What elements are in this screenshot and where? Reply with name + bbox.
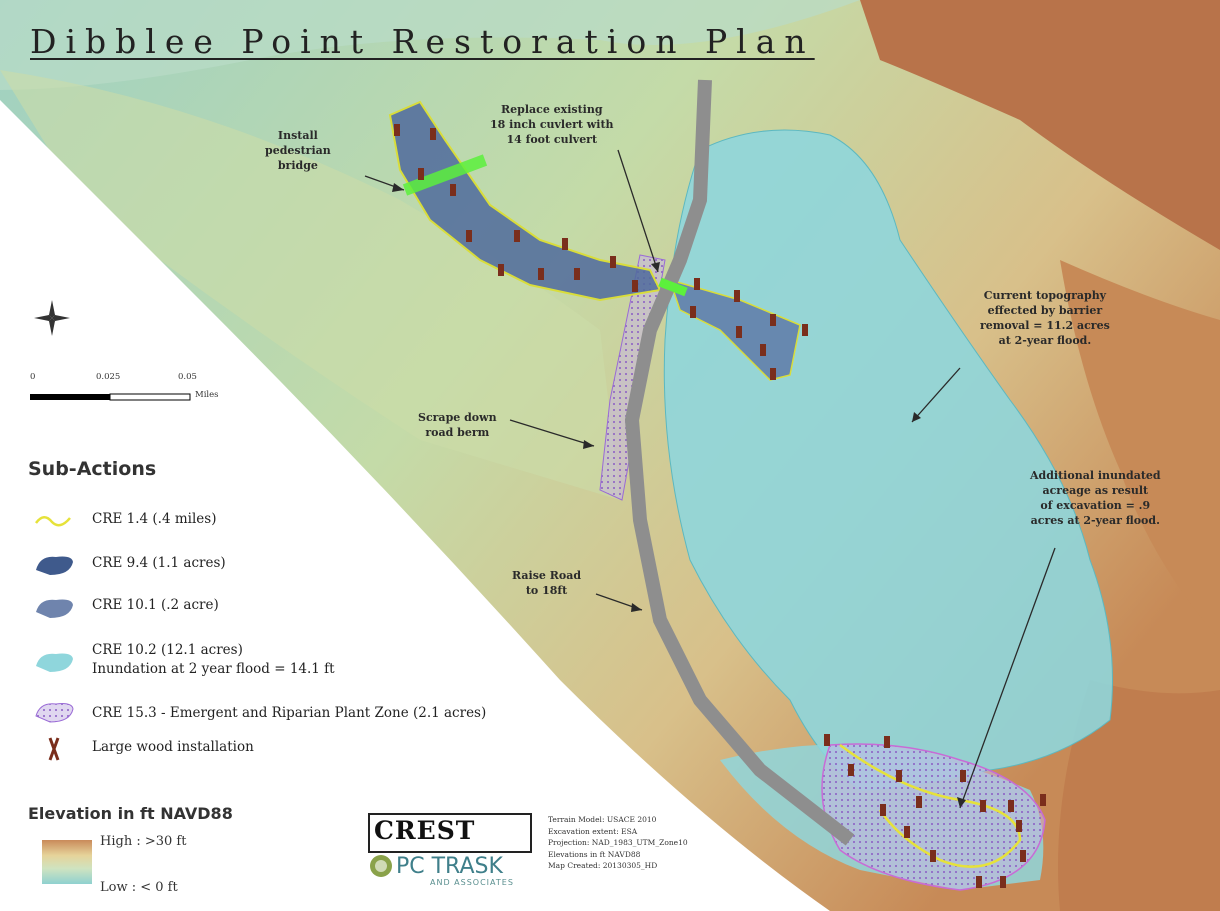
highland-east	[1060, 260, 1220, 640]
legend-item-large-wood: Large wood installation	[28, 738, 254, 768]
metadata-line: Excavation extent: ESA	[548, 826, 638, 836]
legend-label: CRE 9.4 (1.1 acres)	[92, 555, 226, 571]
legend-item-cre-10-1: CRE 10.1 (.2 acre)	[28, 596, 219, 626]
legend-title: Sub-Actions	[28, 458, 157, 480]
legend-item-cre-15-3: CRE 15.3 - Emergent and Riparian Plant Z…	[28, 704, 486, 734]
pc-trask-logo-text: PC TRASK	[396, 854, 503, 879]
channel-south-line	[839, 743, 1022, 868]
purple-stipple-icon	[35, 703, 74, 723]
legend-label: CRE 1.4 (.4 miles)	[92, 511, 217, 527]
light-blue-polygon-icon	[36, 653, 73, 672]
scale-unit: Miles	[195, 390, 219, 400]
legend-item-cre-1-4: CRE 1.4 (.4 miles)	[28, 510, 216, 540]
legend: Sub-Actions CRE 1.4 (.4 miles) CRE 9.4 (…	[28, 458, 568, 755]
legend-label: Large wood installation	[92, 739, 254, 755]
road	[624, 79, 855, 846]
legend-item-cre-9-4: CRE 9.4 (1.1 acres)	[28, 554, 226, 584]
scale-label-0: 0	[30, 372, 36, 382]
dark-blue-polygon-icon	[36, 556, 73, 575]
legend-symbols	[34, 516, 74, 761]
large-wood-markers	[394, 124, 1046, 888]
channel-cre-10-1	[668, 278, 801, 381]
elevation-title: Elevation in ft NAVD88	[28, 804, 233, 823]
metadata-line: Projection: NAD_1983_UTM_Zone10	[548, 838, 688, 847]
yellow-line-icon	[34, 516, 71, 527]
map-title: Dibblee Point Restoration Plan	[30, 22, 815, 61]
metadata-line: Map Created: 20130305_HD	[548, 861, 658, 870]
highland-southeast	[1058, 680, 1220, 911]
annotation-bridge: Install pedestrian bridge	[265, 129, 331, 172]
compass-icon	[34, 300, 70, 336]
slate-blue-polygon-icon	[36, 599, 73, 618]
legend-label: CRE 10.1 (.2 acre)	[92, 597, 219, 613]
elevation-high-label: High : >30 ft	[100, 834, 187, 849]
large-wood-icon	[48, 737, 60, 761]
midland-west	[0, 70, 620, 500]
map-metadata: Terrain Model: USACE 2010 Excavation ext…	[548, 814, 688, 872]
annotation-berm: Scrape down road berm	[418, 411, 497, 439]
highland-northeast	[860, 0, 1220, 250]
culvert	[658, 277, 688, 297]
blank-area	[0, 100, 830, 911]
scale-label-1: 0.025	[96, 372, 121, 382]
scale-bar	[30, 393, 191, 401]
metadata-line: Terrain Model: USACE 2010	[548, 815, 657, 824]
annotation-arrowheads	[392, 183, 966, 808]
elevation-legend: Elevation in ft NAVD88 High : >30 ft Low…	[28, 804, 233, 895]
lowland-north	[0, 0, 860, 90]
legend-item-cre-10-2: CRE 10.2 (12.1 acres) Inundation at 2 ye…	[28, 641, 335, 677]
crest-logo-text: CREST	[374, 816, 476, 845]
annotation-topography: Current topography effected by barrier r…	[980, 289, 1110, 347]
metadata-line: Elevations in ft NAVD88	[548, 849, 641, 859]
pedestrian-bridge	[402, 154, 488, 196]
legend-label: CRE 10.2 (12.1 acres) Inundation at 2 ye…	[92, 642, 335, 677]
annotation-additional: Additional inundated acreage as result o…	[1030, 469, 1161, 527]
elevation-ramp	[42, 840, 92, 884]
elevation-low-label: Low : < 0 ft	[100, 880, 178, 895]
riparian-zone-south	[821, 743, 1046, 891]
crest-logo: CREST	[368, 813, 532, 853]
scale-label-2: 0.05	[178, 372, 197, 382]
inundation-zone	[663, 129, 1113, 791]
annotation-culvert: Replace existing 18 inch cuvlert with 14…	[490, 103, 614, 146]
pc-trask-logo-subtext: AND ASSOCIATES	[430, 878, 514, 887]
legend-label: CRE 15.3 - Emergent and Riparian Plant Z…	[92, 705, 487, 721]
pc-trask-logo: PC TRASK AND ASSOCIATES	[368, 852, 528, 892]
annotation-road: Raise Road to 18ft	[512, 569, 582, 597]
